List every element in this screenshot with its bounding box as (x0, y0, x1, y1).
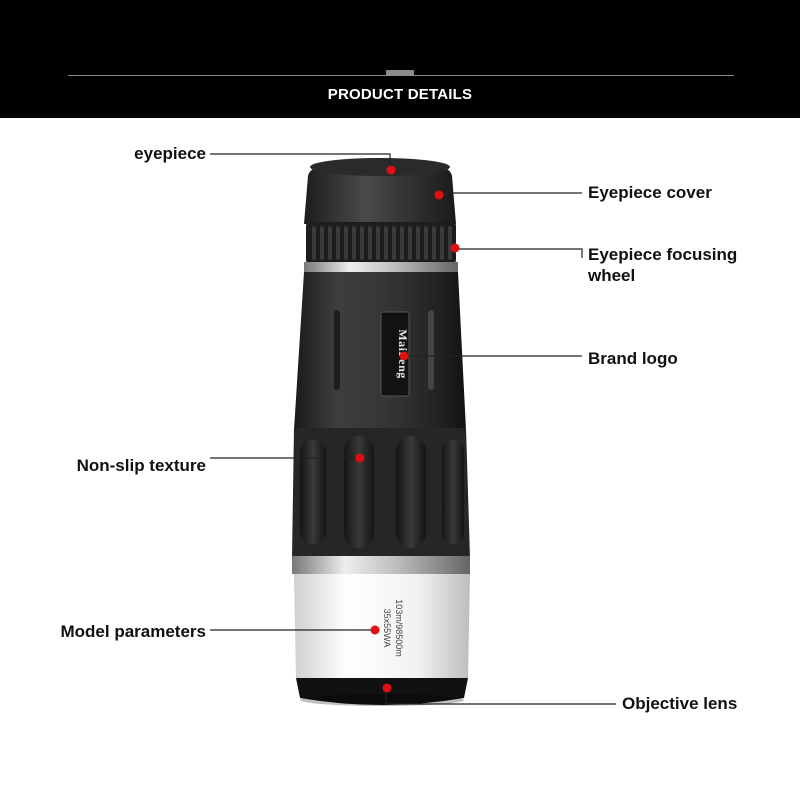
focusing-wheel-ridge (328, 226, 332, 260)
model-parameters-line1: 35x55WA (382, 609, 392, 648)
focusing-wheel-ridge (360, 226, 364, 260)
label-eyepiece: eyepiece (134, 144, 206, 163)
focusing-wheel-ridge (376, 226, 380, 260)
header-divider (68, 75, 734, 76)
eyepiece-cover-marker (434, 190, 444, 200)
chrome-ring-bottom (292, 556, 470, 574)
body-groove (428, 310, 434, 390)
label-objective-lens: Objective lens (622, 694, 738, 713)
label-model-parameters: Model parameters (60, 622, 207, 641)
non-slip-marker (355, 453, 365, 463)
body-groove (334, 310, 340, 390)
focusing-wheel-ridge (440, 226, 444, 260)
focusing-wheel-ridge (344, 226, 348, 260)
header-title: PRODUCT DETAILS (327, 86, 473, 103)
focusing-wheel-ridge (352, 226, 356, 260)
focusing-wheel-ridge (432, 226, 436, 260)
focusing-wheel-ridge (392, 226, 396, 260)
non-slip-texture-shape (300, 436, 464, 548)
label-focusing-wheel-line2: wheel (588, 266, 636, 285)
eyepiece-cover-shape (304, 158, 456, 224)
objective-lens-shape (296, 678, 468, 705)
focusing-wheel-ridge (320, 226, 324, 260)
focusing-wheel-leader (454, 248, 583, 258)
focusing-wheel-ridge (312, 226, 316, 260)
focusing-wheel-ridge (384, 226, 388, 260)
chrome-ring-top (304, 262, 458, 272)
focusing-wheel-shape (306, 222, 456, 264)
eyepiece-marker (386, 165, 396, 175)
focusing-wheel-ridge (424, 226, 428, 260)
label-non-slip-texture: Non-slip texture (76, 456, 206, 475)
header-tab-decoration (386, 70, 414, 75)
focusing-wheel-ridge (448, 226, 452, 260)
model-params-marker (370, 625, 380, 635)
main-body-shape (294, 272, 466, 430)
focusing-wheel-ridge (408, 226, 412, 260)
label-focusing-wheel-line1: Eyepiece focusing (588, 245, 738, 264)
brand-logo-marker (399, 351, 409, 361)
focusing-wheel-ridge (336, 226, 340, 260)
model-parameters-line2: 103m/98500m (394, 599, 404, 657)
focusing-wheel-marker (450, 243, 460, 253)
focusing-wheel-ridge (416, 226, 420, 260)
objective-lens-leader (385, 688, 616, 705)
label-brand-logo: Brand logo (588, 349, 678, 368)
focusing-wheel-ridge (368, 226, 372, 260)
eyepiece-leader (210, 153, 391, 170)
focusing-wheel-ridge (400, 226, 404, 260)
header-bar: PRODUCT DETAILS (0, 0, 800, 118)
white-band-shape (294, 574, 470, 678)
lens-shadow (300, 694, 464, 706)
marker-dots (355, 165, 460, 693)
objective-lens-marker (382, 683, 392, 693)
label-eyepiece-cover: Eyepiece cover (588, 183, 712, 202)
leader-lines (210, 153, 616, 705)
brand-logo-plate (380, 311, 410, 397)
